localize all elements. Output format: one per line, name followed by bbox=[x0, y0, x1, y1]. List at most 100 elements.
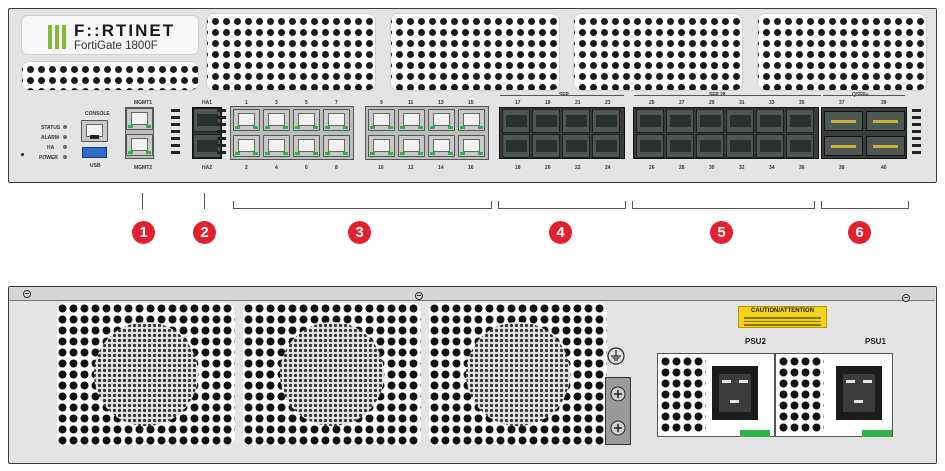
port-number: 10 bbox=[378, 165, 384, 171]
ethernet-port bbox=[398, 135, 425, 157]
qsfp-port bbox=[824, 136, 863, 156]
port-number: 23 bbox=[605, 100, 611, 106]
front-panel: F::RTINET FortiGate 1800F STATUS ALARM H… bbox=[8, 8, 937, 183]
port-number: 2 bbox=[245, 165, 248, 171]
psu-status-indicator bbox=[862, 430, 892, 437]
front-vent bbox=[21, 61, 199, 91]
ethernet-port bbox=[398, 109, 425, 131]
sfp28-port bbox=[786, 109, 814, 133]
caution-title: CAUTION/ATTENTION bbox=[751, 308, 814, 314]
fortinet-logo-panel: F::RTINET FortiGate 1800F bbox=[21, 15, 199, 55]
sfp28-group-line bbox=[634, 95, 821, 96]
port-number: 4 bbox=[275, 165, 278, 171]
ha-led bbox=[63, 145, 67, 149]
sfp-port bbox=[532, 134, 560, 158]
console-label: CONSOLE bbox=[85, 111, 110, 117]
led-label: ALARM bbox=[41, 135, 60, 141]
port-number: 40 bbox=[881, 165, 887, 171]
power-inlet bbox=[836, 366, 882, 420]
port-number: 16 bbox=[468, 165, 474, 171]
sfp-port bbox=[562, 134, 590, 158]
ethernet-port bbox=[293, 109, 320, 131]
psu1-module bbox=[775, 353, 893, 437]
sfp28-port bbox=[636, 134, 664, 158]
qsfp-group-line bbox=[823, 95, 905, 96]
fan-grille bbox=[243, 303, 421, 445]
mgmt-port-block bbox=[125, 107, 154, 159]
port-number: 8 bbox=[335, 165, 338, 171]
ethernet-port bbox=[368, 135, 395, 157]
sfp-port bbox=[502, 134, 530, 158]
callout-bracket bbox=[233, 201, 492, 209]
port-number: 22 bbox=[575, 165, 581, 171]
ha1-label: HA1 bbox=[202, 100, 213, 106]
callout-line bbox=[204, 193, 205, 209]
callout-3: 3 bbox=[348, 221, 371, 244]
port-led-bank bbox=[171, 109, 180, 158]
sfp-port bbox=[592, 109, 620, 133]
sfp-port bbox=[532, 109, 560, 133]
callout-5: 5 bbox=[710, 221, 733, 244]
sfp28-port bbox=[756, 109, 784, 133]
sfp-port-group bbox=[499, 107, 625, 159]
port-number: 32 bbox=[739, 165, 745, 171]
port-number: 26 bbox=[649, 165, 655, 171]
psu2-module bbox=[657, 353, 775, 437]
front-vent bbox=[206, 13, 376, 91]
port-number: 6 bbox=[305, 165, 308, 171]
callout-bracket bbox=[821, 201, 909, 209]
sfp28-port bbox=[636, 109, 664, 133]
port-number: 34 bbox=[769, 165, 775, 171]
brand-logo-text: F::RTINET bbox=[74, 21, 176, 40]
rj45-port-group-b bbox=[365, 106, 489, 160]
psu2-label: PSU2 bbox=[745, 337, 766, 346]
port-number: 30 bbox=[709, 165, 715, 171]
sfp28-port bbox=[726, 109, 754, 133]
port-number: 25 bbox=[649, 100, 655, 106]
power-inlet bbox=[712, 366, 758, 420]
model-name: FortiGate 1800F bbox=[74, 40, 158, 52]
port-number: 15 bbox=[468, 100, 474, 106]
mgmt2-label: MGMT2 bbox=[134, 165, 153, 171]
led-label: HA bbox=[47, 145, 55, 151]
port-number: 18 bbox=[515, 165, 521, 171]
port-number: 20 bbox=[545, 165, 551, 171]
port-number: 27 bbox=[679, 100, 685, 106]
port-number: 12 bbox=[408, 165, 414, 171]
usb-label: USB bbox=[90, 163, 101, 169]
led-label: POWER bbox=[39, 155, 58, 161]
sfp28-port-group bbox=[633, 107, 819, 159]
psu1-label: PSU1 bbox=[865, 337, 886, 346]
port-number: 5 bbox=[305, 100, 308, 106]
screw-icon bbox=[902, 294, 910, 302]
reset-pinhole bbox=[21, 153, 24, 156]
sfp28-port bbox=[666, 134, 694, 158]
fan-grille bbox=[429, 303, 607, 445]
sfp28-port bbox=[786, 134, 814, 158]
callout-1: 1 bbox=[132, 221, 155, 244]
ethernet-port bbox=[233, 135, 260, 157]
port-number: 13 bbox=[438, 100, 444, 106]
sfp-port bbox=[592, 134, 620, 158]
port-number: 36 bbox=[799, 165, 805, 171]
psu-status-indicator bbox=[740, 430, 770, 437]
ground-icon bbox=[607, 347, 625, 365]
qsfp-port-group bbox=[821, 107, 907, 159]
port-number: 39 bbox=[881, 100, 887, 106]
sfp28-port bbox=[696, 134, 724, 158]
callout-bracket bbox=[632, 201, 815, 209]
led-label: STATUS bbox=[41, 125, 61, 131]
ethernet-port bbox=[323, 109, 350, 131]
ethernet-port bbox=[458, 135, 485, 157]
ha1-port bbox=[193, 108, 221, 132]
sfp-group-line bbox=[500, 95, 624, 96]
ground-terminal bbox=[605, 377, 631, 445]
ethernet-port bbox=[458, 109, 485, 131]
rear-panel: CAUTION/ATTENTION PSU2 PSU1 bbox=[8, 286, 937, 464]
mgmt1-port bbox=[126, 108, 153, 130]
callout-4: 4 bbox=[549, 221, 572, 244]
port-led-bank bbox=[912, 109, 921, 158]
caution-label: CAUTION/ATTENTION bbox=[738, 306, 827, 328]
qsfp-port bbox=[866, 136, 905, 156]
callout-bracket bbox=[498, 201, 626, 209]
